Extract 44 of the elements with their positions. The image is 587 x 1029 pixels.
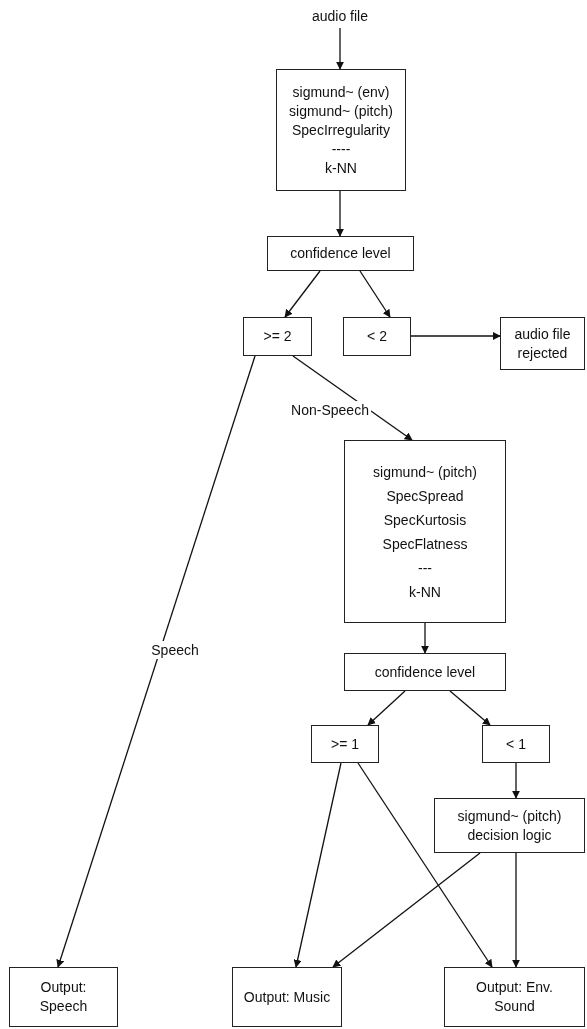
arrow — [284, 270, 321, 318]
box-text: confidence level — [290, 244, 391, 263]
arrow — [512, 852, 520, 968]
arrow — [512, 762, 520, 799]
process-box — [276, 69, 406, 191]
box-text: < 2 — [367, 327, 387, 346]
box-text: >= 1 — [331, 734, 359, 754]
box-text: audio file rejected — [513, 324, 572, 363]
arrow — [357, 762, 493, 968]
arrow — [56, 355, 256, 968]
arrow — [421, 622, 429, 654]
edge-label: Non-Speech — [289, 401, 371, 419]
process-box — [482, 725, 550, 763]
box-text: sigmund~ (pitch) SpecSpread SpecKurtosis SpecFlatness --- k-NN — [373, 462, 477, 602]
arrow — [367, 690, 406, 726]
process-box — [434, 798, 585, 853]
box-text: Output: Music — [243, 987, 331, 1007]
arrow — [410, 332, 501, 340]
process-box — [344, 653, 506, 691]
box-text: Output: Env. Sound — [475, 978, 554, 1016]
process-box — [9, 967, 118, 1027]
box-text: >= 2 — [263, 327, 292, 346]
arrow — [359, 270, 391, 318]
box-text: < 1 — [506, 734, 526, 754]
process-box — [344, 440, 506, 623]
box-text: Output: Speech — [38, 978, 89, 1016]
process-box — [343, 317, 411, 356]
process-box — [444, 967, 585, 1027]
arrow — [332, 852, 481, 968]
process-box — [500, 317, 585, 370]
arrow — [449, 690, 491, 726]
box-text: sigmund~ (env) sigmund~ (pitch) SpecIrregularity ---- k-NN — [289, 82, 393, 178]
process-box — [243, 317, 312, 356]
arrow — [293, 762, 342, 968]
arrow — [292, 355, 413, 441]
input-label: audio file — [300, 4, 380, 28]
arrow — [336, 190, 344, 237]
process-box — [311, 725, 379, 763]
arrow — [336, 27, 344, 70]
process-box — [232, 967, 342, 1027]
box-text: sigmund~ (pitch) decision logic — [456, 806, 563, 845]
process-box — [267, 236, 414, 271]
edge-label: Speech — [149, 641, 201, 659]
box-text: confidence level — [374, 662, 476, 682]
